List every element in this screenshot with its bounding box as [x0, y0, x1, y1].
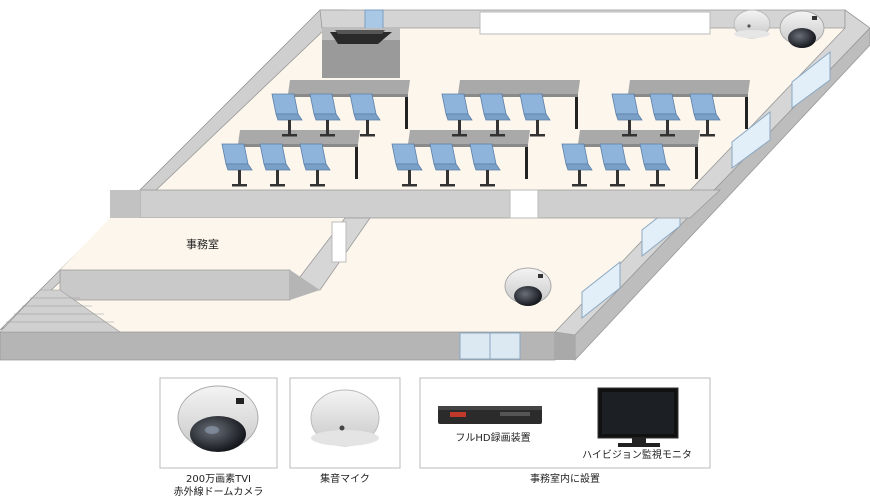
office-room-label: 事務室	[186, 238, 219, 251]
monitor-caption: ハイビジョン監視モニタ	[582, 450, 692, 461]
microphone-caption: 集音マイク	[320, 474, 370, 485]
office-group-caption: 事務室内に設置	[530, 474, 600, 485]
dome-camera-icon	[779, 10, 825, 48]
recorder-caption: フルHD録画装置	[455, 433, 531, 444]
monitor-icon	[597, 387, 679, 447]
dome-camera-icon	[504, 267, 552, 306]
building-floor	[0, 9, 870, 362]
recorder-icon	[438, 406, 542, 424]
camera-caption-line1: 200万画素TVI	[186, 474, 251, 485]
dome-camera-icon	[177, 385, 259, 452]
microphone-icon	[733, 9, 771, 39]
camera-caption-line2: 赤外線ドームカメラ	[173, 487, 264, 498]
microphone-icon	[310, 389, 380, 447]
